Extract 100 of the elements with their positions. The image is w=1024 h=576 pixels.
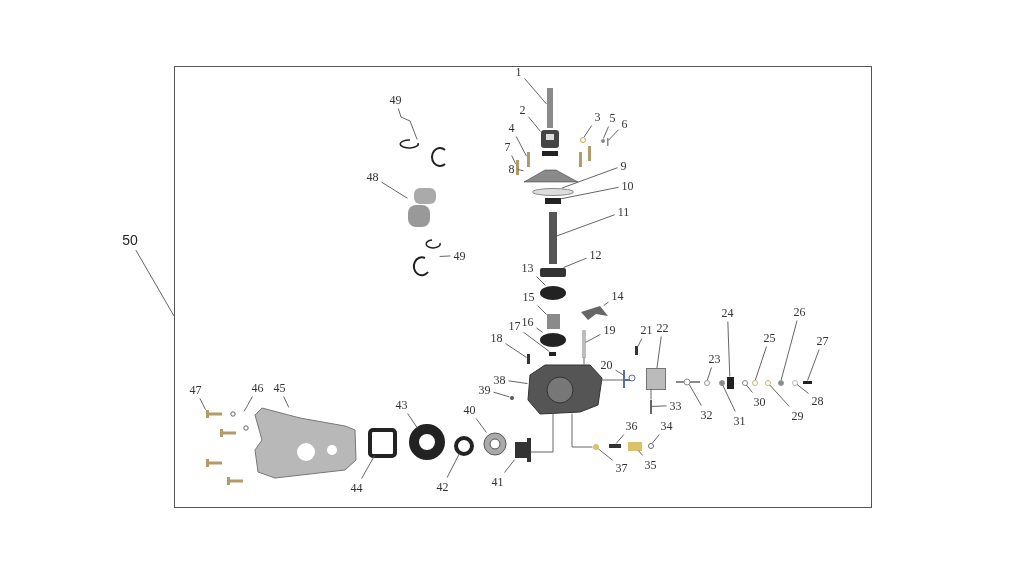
callout-number: 9 (620, 159, 627, 172)
washer (791, 379, 798, 386)
sleeve (546, 313, 560, 329)
callout-number: 27 (816, 334, 829, 347)
leader-line (556, 214, 616, 237)
clip-pair (412, 238, 441, 276)
leader-line (615, 434, 625, 444)
leader-line (769, 384, 790, 407)
frame-border (174, 66, 872, 508)
leader-line (407, 413, 419, 429)
leader-line (537, 305, 547, 315)
callout-number: 48 (366, 170, 379, 183)
leader-line (135, 249, 175, 317)
callout-number: 30 (753, 395, 766, 408)
callout-number: 50 (122, 233, 138, 247)
callout-number: 33 (669, 399, 682, 412)
callout-number: 12 (589, 248, 602, 261)
leader-line (361, 455, 376, 479)
callout-number: 36 (625, 419, 638, 432)
leader-line (475, 418, 487, 433)
callout-number: 6 (621, 117, 628, 130)
leader-line (283, 396, 290, 408)
leader-line (706, 367, 712, 381)
leader-line (493, 391, 510, 398)
cylinder (407, 187, 436, 227)
washer (531, 187, 574, 196)
leader-line (561, 167, 618, 189)
fork (580, 305, 608, 320)
pin (802, 380, 812, 384)
callout-number: 2 (519, 103, 526, 116)
leader-line (637, 338, 643, 348)
ring (579, 136, 586, 143)
callout-number: 3 (594, 110, 601, 123)
callout-number: 31 (733, 414, 746, 427)
callout-number: 35 (644, 458, 657, 471)
callout-number: 1 (515, 65, 522, 78)
callout-number: 7 (504, 140, 511, 153)
seal-ring (453, 435, 474, 456)
callout-number: 13 (521, 261, 534, 274)
ball (509, 395, 514, 400)
leader-line (796, 384, 809, 394)
leader-line (603, 301, 609, 306)
leader-line (528, 116, 541, 132)
gear (539, 285, 566, 300)
callout-number: 37 (615, 461, 628, 474)
pin (581, 329, 586, 358)
bearing (483, 432, 506, 455)
washer (718, 379, 725, 386)
leader-line (243, 396, 253, 412)
callout-number: 14 (611, 289, 624, 302)
leader-line (780, 320, 798, 381)
bolt-set (205, 409, 243, 485)
plate (254, 407, 356, 478)
leader-line (807, 349, 820, 381)
leader-line (746, 384, 753, 393)
fitting (540, 129, 559, 156)
clip-pair (399, 138, 446, 167)
sleeve (627, 441, 642, 451)
callout-number: 18 (490, 331, 503, 344)
leader-line (722, 384, 736, 412)
leader-line (652, 434, 660, 444)
leader-line (397, 108, 418, 140)
leader-line (754, 346, 767, 381)
leader-line (602, 126, 610, 139)
leader-line (446, 453, 460, 478)
ball (600, 138, 605, 143)
leader-line (511, 155, 516, 165)
leader-line (515, 136, 527, 157)
leader-line (688, 384, 702, 406)
callout-number: 25 (763, 331, 776, 344)
leader-line (517, 169, 524, 172)
callout-number: 24 (721, 306, 734, 319)
callout-number: 23 (708, 352, 721, 365)
bolt (526, 151, 530, 167)
leader-line (727, 321, 731, 377)
callout-number: 29 (791, 409, 804, 422)
bushing (544, 197, 561, 204)
washer (751, 379, 758, 386)
shaft (546, 87, 553, 128)
leader-line (598, 448, 613, 461)
callout-number: 46 (251, 381, 264, 394)
bushing (539, 267, 566, 277)
gasket (367, 427, 397, 458)
callout-number: 38 (493, 373, 506, 386)
washer-pair (229, 410, 249, 431)
clip (726, 376, 734, 389)
assembly-line (571, 413, 593, 448)
bolt (515, 159, 519, 175)
leader-line (651, 405, 667, 407)
leader-line (585, 333, 601, 343)
callout-number: 5 (609, 111, 616, 124)
callout-number: 4 (508, 121, 515, 134)
washer (764, 379, 771, 386)
block (645, 367, 666, 390)
leader-line (560, 186, 619, 200)
leader-line (199, 398, 206, 411)
callout-number: 26 (793, 305, 806, 318)
callout-number: 11 (617, 205, 630, 218)
flange (514, 437, 531, 462)
leader-line (607, 129, 619, 142)
